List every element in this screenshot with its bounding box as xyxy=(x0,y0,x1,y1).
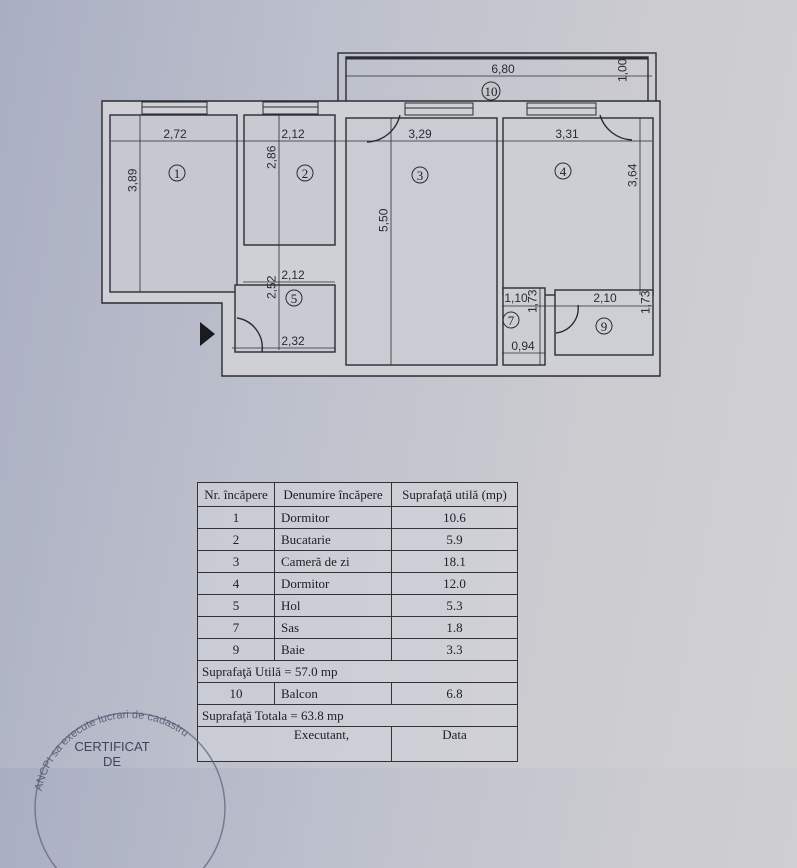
dim-label: 2,72 xyxy=(163,127,187,141)
cell: 3.3 xyxy=(391,638,518,661)
room-3 xyxy=(345,117,498,366)
cell: 9 xyxy=(197,638,275,661)
grand-total-row: Suprafaţă Totala = 63.8 mp xyxy=(197,704,518,727)
dim-label: 3,29 xyxy=(408,127,432,141)
cell: 10 xyxy=(197,682,275,705)
dim-label: 3,31 xyxy=(555,127,579,141)
cell: 7 xyxy=(197,616,275,639)
cell: Baie xyxy=(274,638,392,661)
cell: 12.0 xyxy=(391,572,518,595)
cell: 6.8 xyxy=(391,682,518,705)
dim-label: 0,94 xyxy=(511,339,535,353)
stamp-line: CERTIFICAT xyxy=(74,739,149,754)
cell: Bucatarie xyxy=(274,528,392,551)
dim-label: 1,00 xyxy=(615,58,629,82)
dimension-lines xyxy=(111,75,652,365)
entrance-arrow-icon xyxy=(200,322,215,346)
floor-plan: 1 2 3 4 5 7 9 10 6,80 2,72 2,12 3,29 3,3… xyxy=(101,52,661,377)
cell: 2 xyxy=(197,528,275,551)
room-number: 7 xyxy=(508,313,515,328)
dim-label: 2,12 xyxy=(281,268,305,282)
room-5 xyxy=(234,284,336,353)
cell: Sas xyxy=(274,616,392,639)
header-cell: Suprafaţă utilă (mp) xyxy=(391,482,518,507)
dim-label: 2,52 xyxy=(264,275,278,299)
dim-label: 3,64 xyxy=(625,163,639,187)
useful-total: Suprafaţă Utilă = 57.0 mp xyxy=(197,660,518,683)
stamp-line: DE xyxy=(103,754,121,769)
cell: 18.1 xyxy=(391,550,518,573)
cell: 5 xyxy=(197,594,275,617)
header-cell: Denumire încăpere xyxy=(274,482,392,507)
room-area-table: Nr. încăpere Denumire încăpere Suprafaţă… xyxy=(197,482,518,762)
room-number: 5 xyxy=(291,291,298,306)
dim-label: 2,86 xyxy=(264,145,278,169)
room-7 xyxy=(502,287,546,366)
useful-total-row: Suprafaţă Utilă = 57.0 mp xyxy=(197,660,518,683)
room-number: 3 xyxy=(417,168,424,183)
cadastre-stamp: ANCPI sa execute lucrari de cadastru CER… xyxy=(33,709,226,868)
dim-label: 2,10 xyxy=(593,291,617,305)
grand-total: Suprafaţă Totala = 63.8 mp xyxy=(197,704,518,727)
dim-label: 2,12 xyxy=(281,127,305,141)
cell: 5.3 xyxy=(391,594,518,617)
cell: 1 xyxy=(197,506,275,529)
cell: 1.8 xyxy=(391,616,518,639)
cell: Dormitor xyxy=(274,572,392,595)
cell: 3 xyxy=(197,550,275,573)
cell: Hol xyxy=(274,594,392,617)
cell: 5.9 xyxy=(391,528,518,551)
room-number-circles xyxy=(168,81,613,335)
room-number: 1 xyxy=(174,166,181,181)
cell: Cameră de zi xyxy=(274,550,392,573)
dim-label: 5,50 xyxy=(376,208,390,232)
door-arc xyxy=(366,114,401,143)
table-row: 10 Balcon 6.8 xyxy=(197,682,518,705)
room-number: 2 xyxy=(302,166,309,181)
cell: Dormitor xyxy=(274,506,392,529)
room-4 xyxy=(502,117,654,296)
door-arc xyxy=(555,304,579,334)
room-number: 10 xyxy=(485,84,498,99)
dim-label: 3,89 xyxy=(125,168,139,192)
cell: 4 xyxy=(197,572,275,595)
room-9 xyxy=(554,289,654,356)
windows xyxy=(141,101,597,116)
room-number: 9 xyxy=(601,319,608,334)
room-2 xyxy=(243,114,336,246)
header-cell: Nr. încăpere xyxy=(197,482,275,507)
table-header: Nr. încăpere Denumire încăpere Suprafaţă… xyxy=(197,482,518,507)
dim-label: 1,10 xyxy=(504,291,528,305)
room-number: 4 xyxy=(560,164,567,179)
signature-row: Executant, Data xyxy=(197,726,518,762)
cell: Balcon xyxy=(274,682,392,705)
dim-label: 6,80 xyxy=(491,62,515,76)
door-arc xyxy=(599,114,633,141)
entrance-door-arc xyxy=(236,317,264,353)
date-label: Data xyxy=(391,726,518,762)
dim-label: 1,73 xyxy=(638,290,652,314)
room-1 xyxy=(109,114,238,293)
dim-label: 1,73 xyxy=(525,289,539,313)
dim-label: 2,32 xyxy=(281,334,305,348)
executant-label: Executant, xyxy=(197,726,392,762)
cell: 10.6 xyxy=(391,506,518,529)
